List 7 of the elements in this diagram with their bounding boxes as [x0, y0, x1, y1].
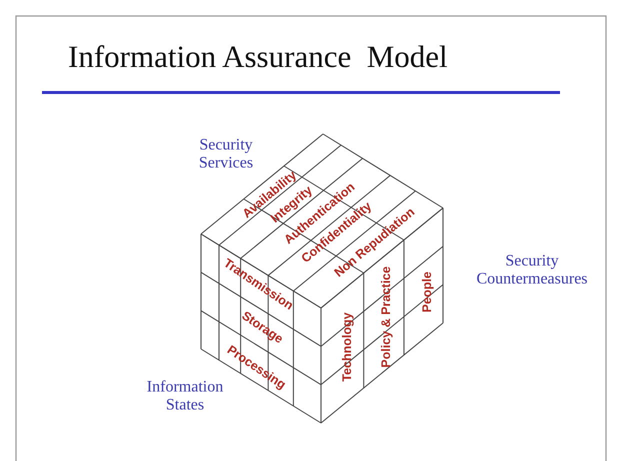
face-label: Policy & Practice [380, 266, 394, 368]
title: Information Assurance Model [68, 40, 448, 74]
axis-label: Security Countermeasures [475, 252, 589, 288]
axis-label: Security Services [198, 136, 254, 171]
face-label: People [421, 272, 435, 312]
axis-label: Information States [146, 378, 224, 414]
face-label: Technology [341, 312, 355, 382]
